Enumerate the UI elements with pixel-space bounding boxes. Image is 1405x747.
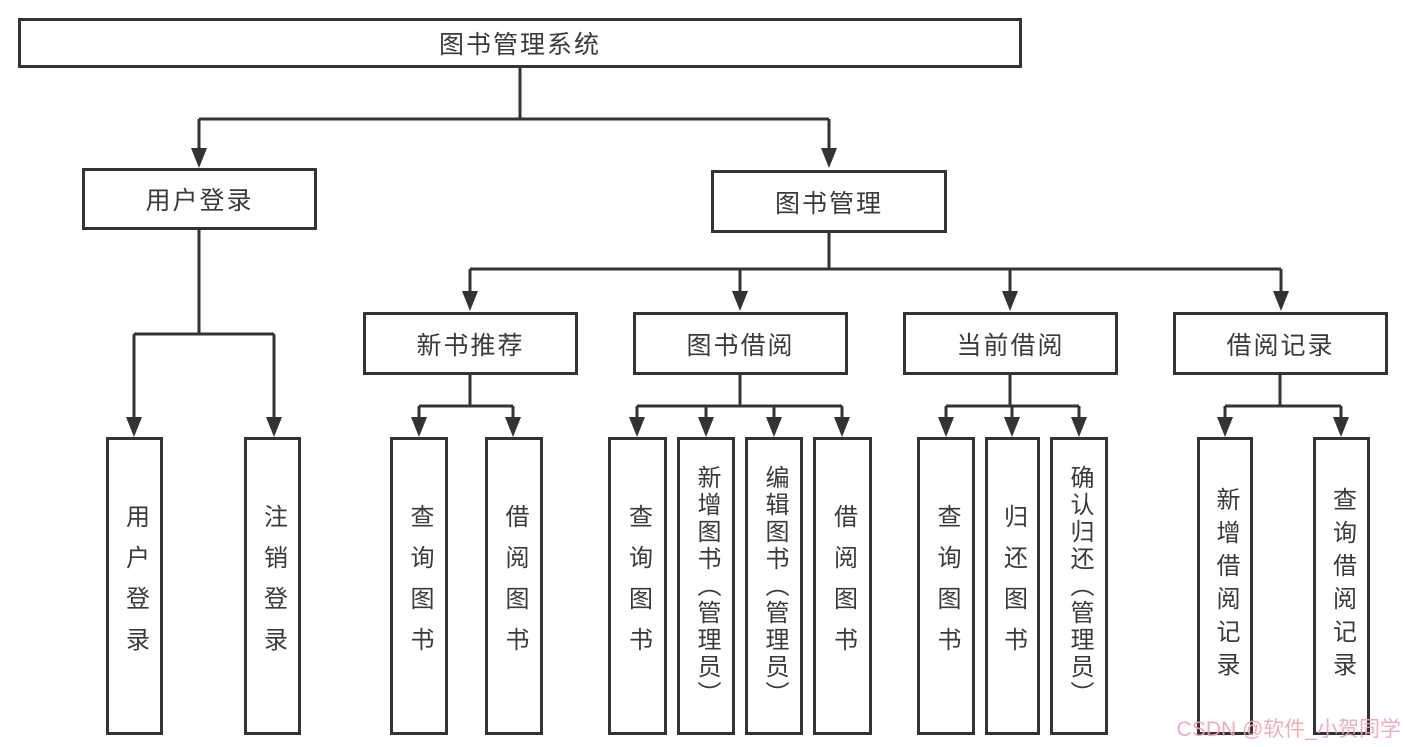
- connector-root-to-level2: [197, 68, 831, 150]
- leaf-query-borrow-record: 查询借阅记录: [1313, 437, 1370, 735]
- leaf-edit-books-admin: 编辑图书（管理员）: [745, 437, 803, 735]
- arrowhead: [834, 417, 850, 437]
- node-book-management: 图书管理: [711, 170, 947, 233]
- node-new-book-recommendation: 新书推荐: [363, 312, 578, 375]
- arrowhead: [732, 291, 748, 311]
- arrowhead: [938, 417, 954, 437]
- leaf-logout: 注销登录: [244, 437, 301, 735]
- arrowhead: [1333, 417, 1349, 437]
- node-current-borrowing: 当前借阅: [903, 312, 1118, 375]
- leaf-user-login: 用户登录: [106, 437, 163, 735]
- leaf-query-books-recommend: 查询图书: [390, 437, 448, 735]
- connector-current-leaves: [944, 375, 1081, 419]
- arrowhead: [191, 148, 207, 168]
- leaf-query-books-borrowing: 查询图书: [608, 437, 667, 735]
- connector-records-leaves: [1223, 375, 1343, 419]
- arrowhead: [411, 417, 427, 437]
- arrowhead: [1273, 291, 1289, 311]
- leaf-borrow-books: 借阅图书: [813, 437, 872, 735]
- arrowhead: [629, 417, 645, 437]
- arrowhead: [1002, 291, 1018, 311]
- node-book-borrowing: 图书借阅: [633, 312, 848, 375]
- leaf-return-books: 归还图书: [985, 437, 1040, 735]
- arrowhead: [126, 417, 142, 437]
- arrowhead: [1004, 417, 1020, 437]
- leaf-add-borrow-record: 新增借阅记录: [1197, 437, 1253, 735]
- leaf-add-books-admin: 新增图书（管理员）: [677, 437, 735, 735]
- arrowhead: [266, 417, 282, 437]
- node-user-login: 用户登录: [82, 168, 317, 230]
- arrowhead: [821, 148, 837, 168]
- node-borrowing-records: 借阅记录: [1173, 312, 1388, 375]
- node-library-management-system: 图书管理系统: [18, 18, 1022, 68]
- leaf-confirm-return-admin: 确认归还（管理员）: [1050, 437, 1108, 735]
- connector-userlogin-leaves: [132, 230, 276, 419]
- connector-borrow-leaves: [635, 375, 844, 419]
- connector-bookmgmt-to-level3: [468, 233, 1283, 293]
- leaf-query-books-current: 查询图书: [917, 437, 975, 735]
- arrowhead: [1071, 417, 1087, 437]
- arrowhead: [1217, 417, 1233, 437]
- arrowhead: [698, 417, 714, 437]
- connector-newbook-leaves: [417, 375, 515, 419]
- arrowhead: [462, 291, 478, 311]
- arrowhead: [766, 417, 782, 437]
- leaf-borrow-books-recommend: 借阅图书: [485, 437, 543, 735]
- arrowhead: [505, 417, 521, 437]
